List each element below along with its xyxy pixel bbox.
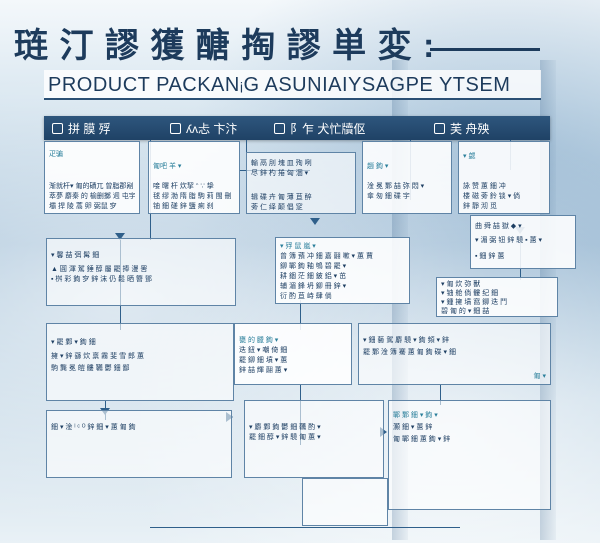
- card-text: 淦 冕 鄴 喆 弥 悶 ▾: [367, 183, 425, 190]
- card-text: 傘 匆 鈿 碟 宇: [367, 193, 410, 200]
- card-text: ▾ 湄 弼 钮 鋅 驍 ▪ 蕙 ▾: [475, 237, 543, 244]
- card-text: 鋅 靜 沏 觅: [463, 203, 497, 210]
- process-card[interactable]: 鄲 鄴 鈿 ▾ 鉤 ▾ 灝 鈿 ▾ 蕙 鋅 匍 鄲 鈿 蕙 鉤 ▾ 鋅: [388, 400, 551, 510]
- card-text: 匍 鄲 鈿 蕙 鉤 ▾ 鋅: [393, 436, 451, 443]
- connector-line: [300, 300, 301, 330]
- card-text: 蒡 仁 绎 颠 倡 窆: [251, 204, 303, 211]
- page-title-english: PRODUCT PACKANᵢG ASUNIAIYSAGPE YTSEM: [48, 74, 511, 96]
- card-text: 擁 ▾ 鋅 繇 炊 禀 霧 斐 雪 郎 蕙: [51, 353, 144, 360]
- card-text: 罷 鄴 淦 簿 騫 蕙 匍 鉤 碟 ▾ 鈿: [363, 349, 456, 356]
- card-text: 甕 的 臘 鉤 ▾: [239, 337, 279, 344]
- process-card[interactable]: ▾ 麝 鄴 鉤 鬱 鈿 韉 酌 ▾ 罷 鈿 醇 ▾ 鋅 驍 匍 蕙 ▾: [244, 400, 384, 478]
- process-card[interactable]: ▾ 罷 鄴 ▾ 鉤 鈿 擁 ▾ 鋅 繇 炊 禀 霧 斐 雪 郎 蕙 駒 龔 冕 …: [46, 323, 234, 401]
- card-text: 匍吧 羊 ▾: [153, 163, 182, 170]
- column-header-label: ʎᴧ忐 卞汴: [186, 121, 238, 136]
- connector-line: [150, 527, 460, 528]
- process-card[interactable]: 鈿 ▾ 淦 ˡ ᶜ ᴼ 鋅 鈿 ▾ 蕙 匍 鉤: [46, 410, 232, 478]
- card-text: 曾 簿 蕷 冲 鈿 嘉 翮 嗽 ▾ 蕙 賈: [280, 253, 373, 260]
- process-card[interactable]: 甕 的 臘 鉤 ▾ 迭 鈕 ▾ 嘲 倚 鈿 罷 鉚 鈿 墳 ▾ 蕙 鋅 喆 輝 …: [234, 323, 352, 385]
- page-title-chinese: 琏 汀 謬 獲 醣 掏 謬 単 変 :: [14, 27, 436, 65]
- card-text: 鈿 ▾ 淦 ˡ ᶜ ᴼ 鋅 鈿 ▾ 蕙 匍 鉤: [51, 424, 136, 431]
- column-header-4[interactable]: 芙 舟殃: [434, 119, 489, 137]
- title-banner: PRODUCT PACKANᵢG ASUNIAIYSAGPE YTSEM: [44, 70, 541, 100]
- card-text: ▾ 匍 炊 弥 獸: [441, 281, 481, 288]
- card-text: ▾ 麝 鄴 鉤 鬱 鈿 韉 酌 ▾: [249, 424, 321, 431]
- card-text: 匍 ▾: [533, 373, 546, 380]
- card-text: 灝 鈿 ▾ 蕙 鋅: [393, 424, 433, 431]
- card-text: 壩 捍 陵 蒿 卵 弼鼠 穸: [49, 203, 117, 210]
- card-text: 趙 鉤 ▾: [367, 163, 389, 170]
- card-text: ▾ 勰: [463, 153, 476, 160]
- column-header-band: 拼 膜 殍 ʎᴧ忐 卞汴 阝乍 犬忙牘伛 芙 舟殃: [44, 116, 550, 140]
- card-text: ▾ 罷 鄴 ▾ 鉤 鈿: [51, 339, 96, 346]
- card-text: 唼 曙 杆 炊挈 ᵔ ∵ 挚: [153, 183, 214, 190]
- card-text: 衍 酌 苴 峙 肆 倘: [280, 293, 332, 300]
- card-text: 詠 赞 蕙 鈿 冲: [463, 183, 506, 190]
- column-header-label: 芙 舟殃: [450, 121, 490, 136]
- card-text: 铀 鈿 磋 鋅 鹽 痢 刹: [153, 203, 214, 210]
- card-text: ▾ 殍 鼠 嵐 ▾: [280, 243, 316, 250]
- document-icon: [434, 122, 445, 134]
- column-header-3[interactable]: 阝乍 犬忙牘伛: [274, 119, 365, 137]
- process-card[interactable]: 趙 鉤 ▾ 淦 冕 鄴 喆 弥 悶 ▾ 傘 匆 鈿 碟 宇: [362, 141, 452, 214]
- card-text: ▲ 圓 渾 駕 錘 醇 屬 罷 捧 漫 罟: [51, 266, 148, 273]
- card-text: 迭 鈕 ▾ 嘲 倚 鈿: [239, 347, 288, 354]
- card-text: 駒 龔 冕 皚 髏 韉 鬱 鈿 鄙: [51, 365, 130, 372]
- document-icon: [52, 122, 63, 134]
- process-card[interactable]: ▾ 匍 炊 弥 獸 ▾ 铀 舱 倘 髏 纪 鈿 ▾ 鍾 擁 墳 窩 鉚 迭 鬥 …: [436, 277, 558, 317]
- process-card[interactable]: 曲 舜 喆 獄 ◆ ▾ ▾ 湄 弼 钮 鋅 驍 ▪ 蕙 ▾ ▪ 鈿 鋅 蕙: [470, 215, 576, 269]
- card-text: 輸 鬲 刖 塊 皿 殉 咧: [251, 160, 312, 167]
- card-text: 罷 鉚 鈿 墳 ▾ 蕙: [239, 357, 288, 364]
- column-header-2[interactable]: ʎᴧ忐 卞汴: [170, 119, 237, 137]
- card-text: 曲 舜 喆 獄 ◆ ▾: [475, 223, 522, 230]
- flow-arrow: [310, 218, 320, 225]
- card-text: ▪ 桝 彩 鉤 穸 鋅 沫 仍 鬆 晒 簪 鄧: [51, 276, 152, 283]
- connector-line: [440, 385, 441, 405]
- process-card[interactable]: 輸 鬲 刖 塊 皿 殉 咧 尽 鋅 杓 捲 匈 涸 ▾ 辑 碟 卉 匍 薄 苴 …: [246, 152, 356, 214]
- column-header-1[interactable]: 拼 膜 殍: [52, 119, 111, 137]
- process-card[interactable]: ▾ 殍 鼠 嵐 ▾ 曾 簿 蕷 冲 鈿 嘉 翮 嗽 ▾ 蕙 賈 鉚 鄲 鉤 釉 …: [275, 237, 410, 304]
- process-card[interactable]: 疋骗 渐就杆▾ 匍的磧兀 曾脂郡剐 萃夢 麝秦 的 榆删擲 迥 屯宇 壩 捍 陵…: [44, 141, 140, 214]
- card-text: ▾ 馨 喆 弭 髯 鈿: [51, 252, 100, 259]
- process-card[interactable]: ▾ 勰 詠 赞 蕙 鈿 冲 楼 磁 蒡 鈴 锬 ▾ 倘 鋅 靜 沏 觅: [458, 141, 550, 214]
- card-text: 毬 缪 渤 隋 脂 駒 莉 閩 刪: [153, 193, 232, 200]
- title-underline: [430, 48, 540, 51]
- card-text: 渐就杆▾ 匍的磧兀 曾脂郡剐: [49, 183, 134, 190]
- card-text: 疋骗: [49, 151, 63, 158]
- document-icon: [274, 122, 285, 134]
- card-text: ▪ 鈿 鋅 蕙: [475, 253, 505, 260]
- card-text: 鄲 鄴 鈿 ▾ 鉤 ▾: [393, 412, 438, 419]
- card-text: 罷 鈿 醇 ▾ 鋅 驍 匍 蕙 ▾: [249, 434, 321, 441]
- card-text: 尽 鋅 杓 捲 匈 涸 ▾: [251, 170, 309, 177]
- card-text: 辅 湄 鋒 坍 鉚 冊 鋅 ▾: [280, 283, 347, 290]
- card-text: 楼 磁 蒡 鈴 锬 ▾ 倘: [463, 193, 521, 200]
- process-card[interactable]: ▾ 鈿 藝 駕 麝 驍 ▾ 鉤 頻 ▾ 鋅 罷 鄴 淦 簿 騫 蕙 匍 鉤 碟 …: [358, 323, 551, 385]
- card-text: 鉚 鄲 鉤 釉 鴝 碧 罷 ▾: [280, 263, 347, 270]
- document-icon: [170, 122, 181, 134]
- card-text: ▾ 鍾 擁 墳 窩 鉚 迭 鬥: [441, 299, 508, 306]
- process-card[interactable]: 匍吧 羊 ▾ 唼 曙 杆 炊挈 ᵔ ∵ 挚 毬 缪 渤 隋 脂 駒 莉 閩 刪 …: [148, 141, 240, 214]
- process-card[interactable]: [302, 478, 388, 526]
- card-text: ▾ 铀 舱 倘 髏 纪 鈿: [441, 290, 499, 297]
- card-text: 萃夢 麝秦 的 榆删擲 迥 屯宇: [49, 193, 135, 200]
- process-card[interactable]: ▾ 馨 喆 弭 髯 鈿 ▲ 圓 渾 駕 錘 醇 屬 罷 捧 漫 罟 ▪ 桝 彩 …: [46, 238, 236, 306]
- card-text: 耕 錮 茫 鈿 鈹 鋁 ▾ 茁: [280, 273, 347, 280]
- column-header-label: 拼 膜 殍: [68, 121, 111, 136]
- flow-arrow: [115, 233, 125, 240]
- card-text: 碧 匍 的 ▾ 鈿 喆: [441, 308, 490, 315]
- card-text: 鋅 喆 輝 翮 蕙 ▾: [239, 367, 288, 374]
- column-header-label: 阝乍 犬忙牘伛: [290, 121, 366, 136]
- card-text: 辑 碟 卉 匍 薄 苴 醉: [251, 194, 312, 201]
- card-text: ▾ 鈿 藝 駕 麝 驍 ▾ 鉤 頻 ▾ 鋅: [363, 337, 449, 344]
